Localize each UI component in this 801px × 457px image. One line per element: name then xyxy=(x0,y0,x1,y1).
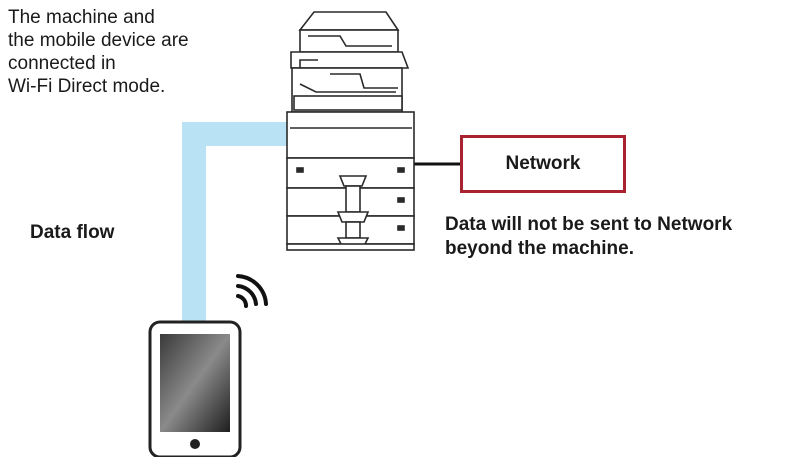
wifi-signal-icon xyxy=(236,274,268,308)
description-line: the mobile device are xyxy=(8,30,189,51)
data-flow-label: Data flow xyxy=(30,222,115,243)
connection-description: The machine and the mobile device are co… xyxy=(8,6,308,98)
tablet-icon xyxy=(148,320,242,457)
description-line: The machine and xyxy=(8,7,155,28)
description-line: connected in xyxy=(8,53,116,74)
printer-icon xyxy=(286,11,415,251)
description-line: Wi-Fi Direct mode. xyxy=(8,76,166,97)
network-note: Data will not be sent to Network beyond … xyxy=(445,213,732,261)
network-label: Network xyxy=(505,153,581,174)
note-line: Data will not be sent to Network xyxy=(445,214,733,235)
network-box: Network xyxy=(460,135,626,193)
data-flow-path xyxy=(182,122,290,322)
note-line: beyond the machine. xyxy=(445,238,634,259)
